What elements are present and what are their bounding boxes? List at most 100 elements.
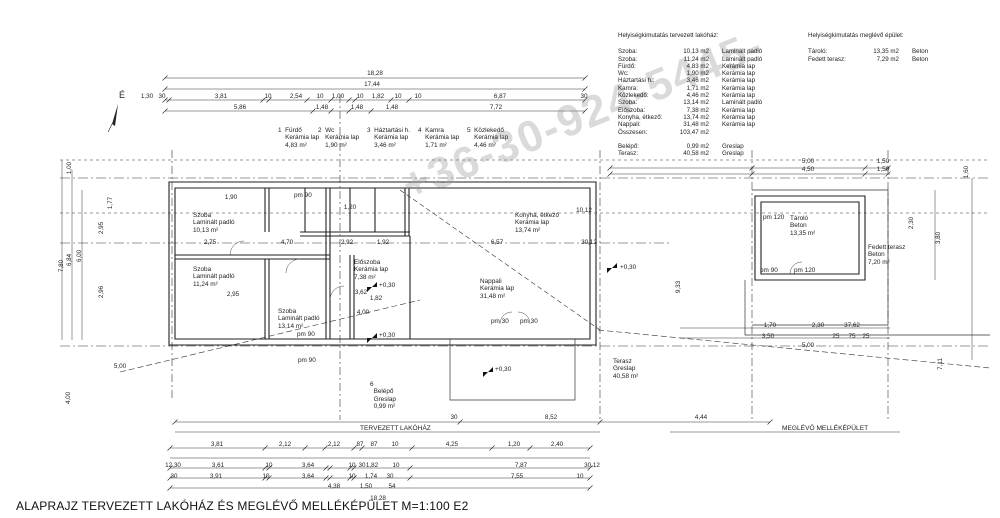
door-label: pm 90	[298, 357, 316, 364]
room-nappali: Nappali Kerámia lap 31,48 m²	[480, 278, 515, 300]
dimension-tick	[351, 465, 357, 471]
dimension-value: 2,54	[290, 93, 303, 100]
dimension-value: 2,92	[341, 239, 354, 246]
dimension-tick	[406, 97, 412, 103]
dimension-value: 2,40	[551, 441, 564, 448]
door-label: pm 90	[294, 192, 312, 199]
dimension-tick	[167, 475, 173, 481]
table-cell-area: 40,58 m2	[683, 150, 709, 158]
dimension-value: 3,62	[355, 289, 368, 296]
dimension-tick	[347, 475, 353, 481]
table-cell-area: 13,14 m2	[683, 99, 709, 107]
drawing-title: ALAPRAJZ TERVEZETT LAKÓHÁZ ÉS MEGLÉVŐ ME…	[16, 499, 469, 513]
table-cell-area: 13,35 m2	[873, 48, 899, 56]
dimension-value: 4,70	[281, 239, 294, 246]
dimension-value: 10	[391, 441, 399, 448]
dimension-tick	[368, 108, 374, 114]
level-label: +0,30	[620, 264, 637, 271]
dimension-value: 30	[580, 93, 588, 100]
table-cell-name: Nappali:	[618, 121, 641, 129]
dimension-tick	[266, 465, 272, 471]
dimension-tick	[328, 97, 334, 103]
table-cell-name: Tároló:	[808, 48, 828, 56]
dimension-value: 3,80	[935, 231, 942, 244]
dimension-tick	[409, 445, 415, 451]
table-cell-name: Szoba:	[618, 55, 638, 63]
dimension-value: 7,72	[490, 104, 503, 111]
dimension-value: 7,87	[515, 462, 528, 469]
table-cell-name: Közlekedő:	[618, 92, 649, 100]
dimension-value: 6,87	[494, 93, 507, 100]
dimension-tick	[167, 445, 173, 451]
dimension-value: 3,64	[302, 462, 315, 469]
table-cell-floor: Kerámia lap	[722, 106, 756, 114]
dimension-tick	[885, 165, 891, 171]
dimension-value: 3,91	[210, 473, 223, 480]
dimension-tick	[749, 165, 755, 171]
table-cell-area: 7,29 m2	[876, 55, 899, 63]
dimension-value: 10,12	[576, 207, 592, 214]
dimension-tick	[407, 475, 413, 481]
dimension-value: 2,12	[279, 441, 292, 448]
table-cell-floor: Kerámia lap	[722, 113, 756, 121]
dimension-tick	[327, 475, 333, 481]
room-table-existing: Helyiségkimutatás meglévő épület: Tároló…	[808, 32, 928, 63]
dimension-value: 2,75	[204, 239, 217, 246]
room-konyha: Konyha, étkező Kerámia lap 13,74 m²	[515, 212, 560, 234]
table-cell-floor: Beton	[912, 48, 929, 56]
room-table-existing-header: Helyiségkimutatás meglévő épület:	[808, 32, 904, 39]
dimension-value: 17,44	[364, 81, 380, 88]
table-cell-area: 1,90 m2	[686, 70, 709, 78]
table-cell-area: 31,48 m2	[683, 121, 709, 129]
dimension-value: 1,50	[877, 158, 890, 165]
dimension-tick	[352, 97, 358, 103]
dimension-value: 5,00	[114, 363, 127, 370]
room-wc: 2 Wc Kerámia lap 1,90 m²	[318, 127, 360, 149]
dimension-tick	[302, 445, 308, 451]
level-label: +0,30	[379, 282, 396, 289]
door-label: pm 30	[520, 318, 538, 325]
dimension-value: 2,95	[98, 221, 105, 234]
dimension-value: 6,00	[76, 249, 83, 262]
dimension-value: 10	[348, 462, 356, 469]
dimension-value: 10	[394, 93, 402, 100]
dimension-value: 4,50	[802, 166, 815, 173]
dimension-value: 10	[262, 473, 270, 480]
dimension-tick	[328, 108, 334, 114]
table-cell-floor: Greslap	[722, 142, 744, 150]
table-cell-floor: Kerámia lap	[722, 84, 756, 92]
dimension-value: 2,12	[328, 441, 341, 448]
room-furdo: 1 Fürdő Kerámia lap 4,83 m²	[278, 127, 320, 149]
dimension-value: 30	[386, 473, 394, 480]
table-cell-area: 7,38 m2	[686, 106, 709, 114]
dimension-value: 7,55	[511, 473, 524, 480]
dimension-tick	[862, 165, 868, 171]
table-cell-area: 10,13 m2	[683, 48, 709, 56]
dimension-value: 1,92	[377, 239, 390, 246]
room-table-planned-header: Helyiségkimutatás tervezett lakóház:	[618, 32, 719, 39]
table-cell-name: Szoba:	[618, 99, 638, 107]
dimension-tick	[347, 465, 353, 471]
dimension-value: 2,95	[227, 291, 240, 298]
table-cell-floor: Kerámia lap	[722, 92, 756, 100]
table-cell-name: Szoba:	[618, 48, 638, 56]
dimension-value: 18,28	[370, 495, 386, 502]
dimension-tick	[527, 445, 533, 451]
dimension-value: 18,28	[367, 70, 383, 77]
dimension-tick	[582, 108, 588, 114]
table-cell-area: 11,24 m2	[683, 55, 709, 63]
dimension-value: 8,52	[545, 414, 558, 421]
dimension-value: 9,33	[675, 280, 682, 293]
dimension-value: 87	[356, 441, 364, 448]
dimension-value: 1,82	[372, 93, 385, 100]
table-cell-name: Konyha, étkező:	[618, 113, 663, 121]
dimension-tick	[885, 171, 891, 177]
dimension-value: 10	[348, 473, 356, 480]
dimension-value: 12,30	[165, 462, 181, 469]
